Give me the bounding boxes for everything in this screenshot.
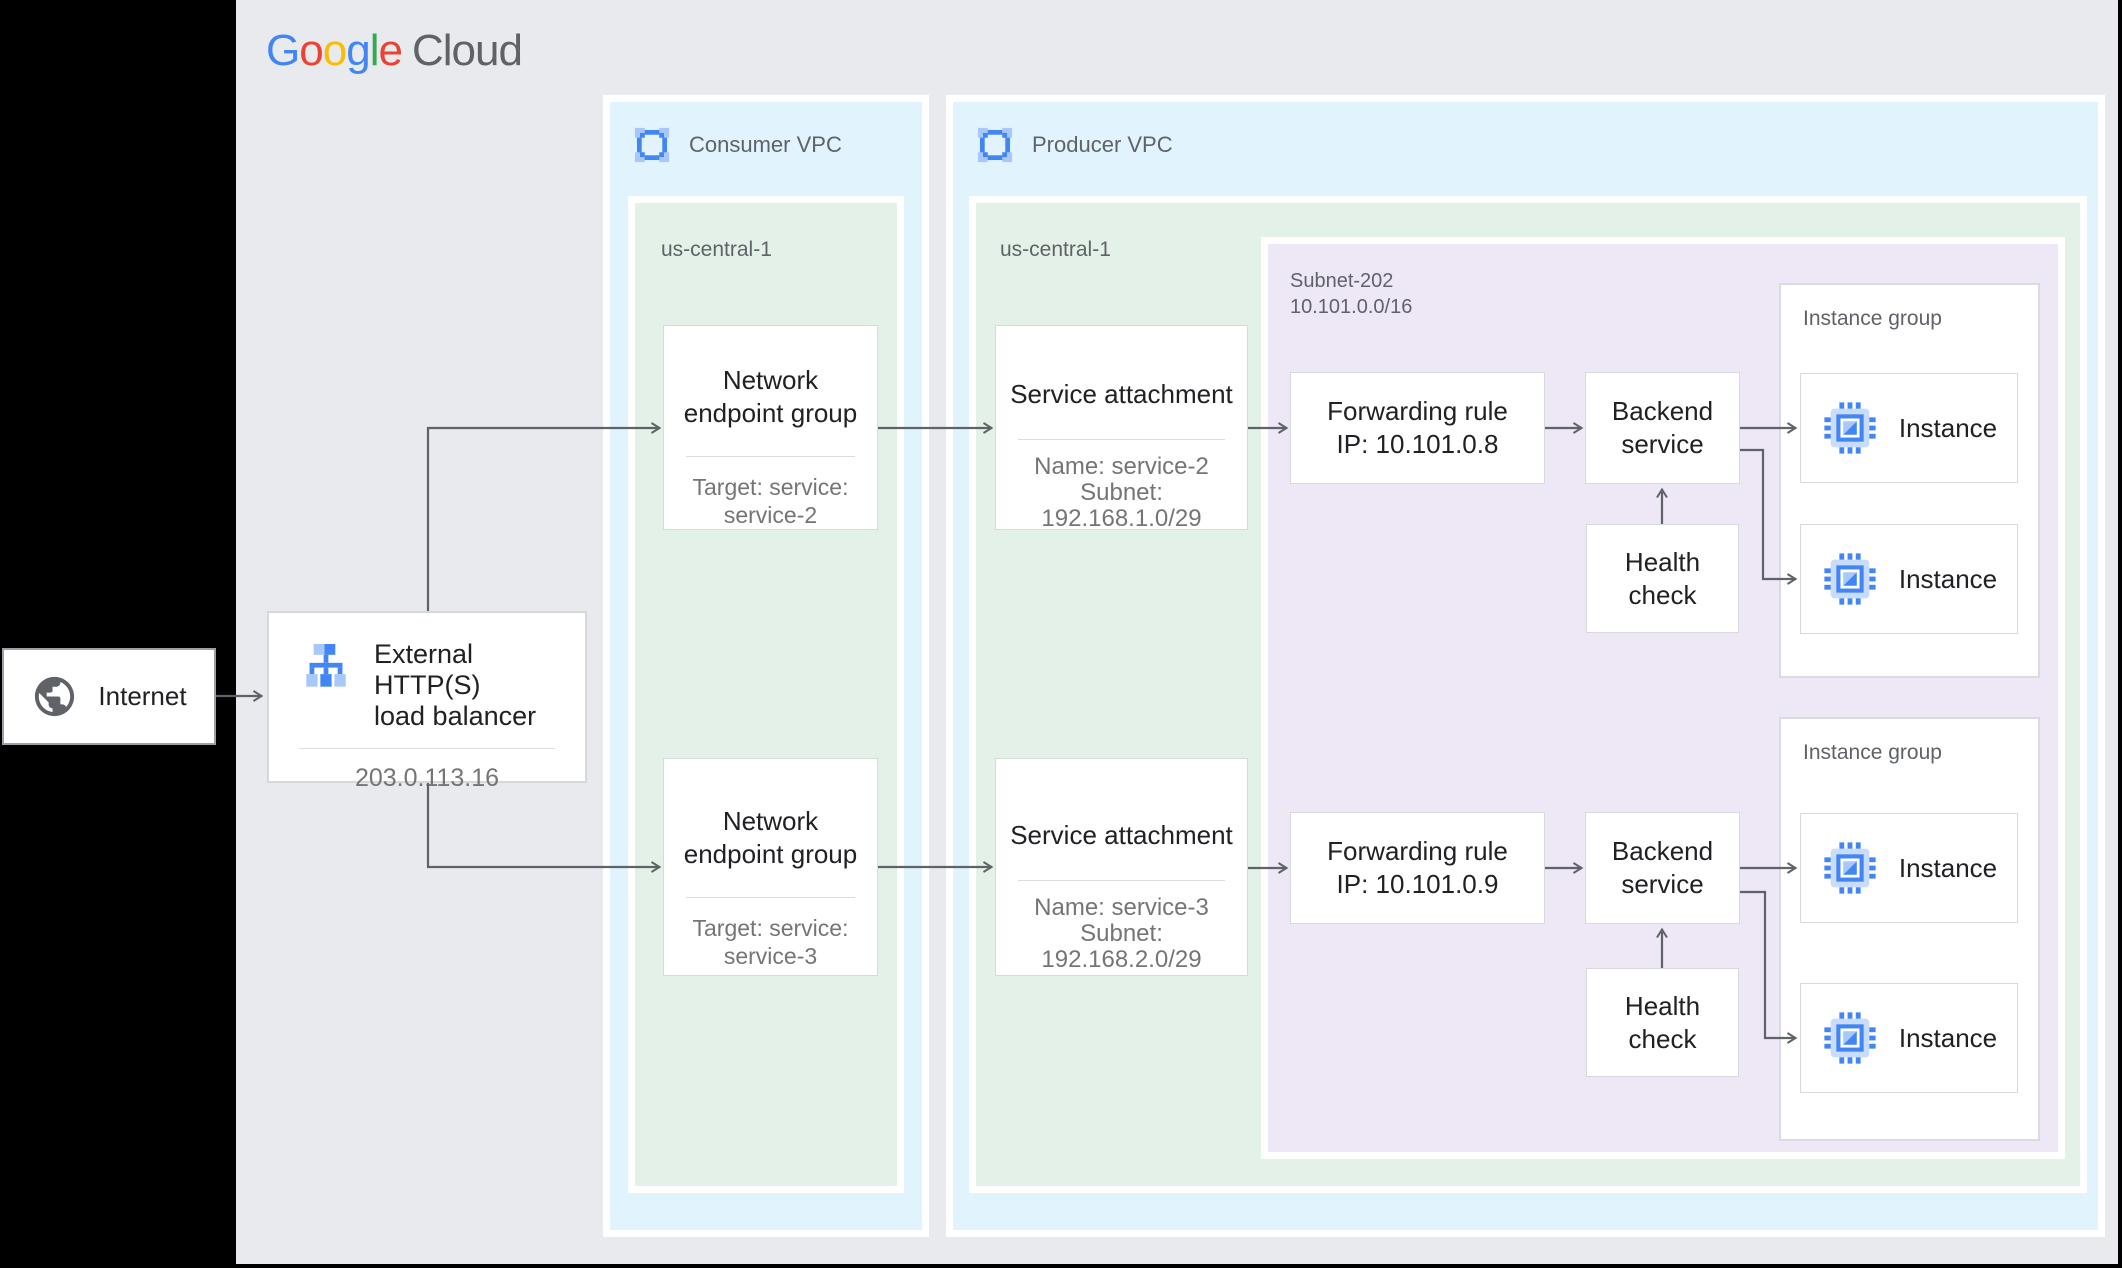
forwarding-rule-1: Forwarding rule IP: 10.101.0.8 <box>1290 372 1545 484</box>
producer-vpc-header: Producer VPC <box>976 126 1173 164</box>
logo-letter: G <box>266 26 300 75</box>
sa1-name: Name: service-2 <box>1034 453 1209 480</box>
consumer-vpc-label: Consumer VPC <box>689 132 842 157</box>
fr2-line1: Forwarding rule <box>1327 836 1508 866</box>
load-balancer-title-line2: load balancer <box>374 701 537 731</box>
neg2-title-line1: Network <box>722 806 819 836</box>
load-balancer-node: External HTTP(S) load balancer 203.0.113… <box>267 611 587 792</box>
neg1-target-line2: service-2 <box>723 502 818 528</box>
instance-2a-label: Instance <box>1898 852 1998 883</box>
logo-letter: o <box>299 26 324 75</box>
consumer-region-label: us-central-1 <box>661 238 772 261</box>
neg2-target-line1: Target: service: <box>692 915 849 941</box>
forwarding-rule-2: Forwarding rule IP: 10.101.0.9 <box>1290 812 1545 924</box>
neg2-target-line2: service-3 <box>723 943 818 969</box>
load-balancer-icon <box>300 639 352 691</box>
logo-letter: o <box>322 26 348 75</box>
instance-group-1-label: Instance group <box>1803 307 1942 330</box>
instance-1b-label: Instance <box>1898 563 1998 594</box>
logo-letter: e <box>378 26 403 75</box>
backend-service-1: Backend service <box>1585 372 1740 484</box>
logo-cloud-text: Cloud <box>411 26 523 75</box>
subnet-name: Subnet-202 <box>1290 270 1394 292</box>
fr1-ip: IP: 10.101.0.8 <box>1336 429 1499 459</box>
bs1-line1: Backend <box>1611 396 1714 426</box>
logo-letter: g <box>346 26 371 75</box>
bs2-line2: service <box>1621 869 1704 899</box>
compute-instance-icon <box>1821 1009 1879 1067</box>
fr1-line1: Forwarding rule <box>1327 396 1508 426</box>
producer-region-label: us-central-1 <box>1000 238 1111 261</box>
instance-2b: Instance <box>1800 983 2018 1093</box>
subnet-cidr: 10.101.0.0/16 <box>1290 296 1413 318</box>
load-balancer-ip: 203.0.113.16 <box>354 764 500 792</box>
instance-2b-label: Instance <box>1898 1022 1998 1053</box>
consumer-vpc-header: Consumer VPC <box>633 126 842 164</box>
hc2-line1: Health <box>1624 990 1701 1021</box>
sa1-subnet-label: Subnet: <box>1080 479 1163 506</box>
instance-1a-label: Instance <box>1898 412 1998 443</box>
health-check-1: Health check <box>1586 524 1739 633</box>
internet-label: Internet <box>98 681 187 711</box>
sa2-title: Service attachment <box>1010 820 1233 850</box>
load-balancer-title-line1: External HTTP(S) <box>374 639 481 700</box>
bs1-line2: service <box>1621 429 1704 459</box>
instance-1a: Instance <box>1800 373 2018 483</box>
neg2-title-line2: endpoint group <box>683 839 858 869</box>
logo-letter: l <box>369 26 380 75</box>
sa2-subnet-cidr: 192.168.2.0/29 <box>1041 946 1202 973</box>
service-attachment-2: Service attachment Name: service-3 Subne… <box>995 758 1248 976</box>
compute-instance-icon <box>1821 550 1879 608</box>
sa1-subnet-cidr: 192.168.1.0/29 <box>1041 505 1202 532</box>
network-endpoint-group-2: Network endpoint group Target: service: … <box>663 758 878 976</box>
neg1-title-line2: endpoint group <box>683 398 858 428</box>
divider <box>299 748 555 749</box>
neg1-target-line1: Target: service: <box>692 474 849 500</box>
instance-1b: Instance <box>1800 524 2018 634</box>
sa2-name: Name: service-3 <box>1034 894 1209 921</box>
divider <box>1018 439 1225 440</box>
instance-2a: Instance <box>1800 813 2018 923</box>
vpc-icon <box>976 126 1014 164</box>
sa2-subnet-label: Subnet: <box>1080 920 1163 947</box>
producer-vpc-label: Producer VPC <box>1032 132 1173 157</box>
bs2-line1: Backend <box>1611 836 1714 866</box>
globe-icon <box>31 673 78 720</box>
divider <box>686 456 855 457</box>
internet-node: Internet <box>2 648 216 745</box>
health-check-2: Health check <box>1586 968 1739 1077</box>
fr2-ip: IP: 10.101.0.9 <box>1336 869 1499 899</box>
hc1-line2: check <box>1628 579 1697 610</box>
hc1-line1: Health <box>1624 546 1701 577</box>
service-attachment-1: Service attachment Name: service-2 Subne… <box>995 325 1248 532</box>
compute-instance-icon <box>1821 399 1879 457</box>
instance-group-2-label: Instance group <box>1803 741 1942 764</box>
vpc-icon <box>633 126 671 164</box>
subnet-label: Subnet-202 10.101.0.0/16 <box>1290 268 1412 320</box>
network-endpoint-group-1: Network endpoint group Target: service: … <box>663 325 878 530</box>
backend-service-2: Backend service <box>1585 812 1740 924</box>
hc2-line2: check <box>1628 1023 1697 1054</box>
divider <box>686 897 855 898</box>
sa1-title: Service attachment <box>1010 379 1233 409</box>
compute-instance-icon <box>1821 839 1879 897</box>
divider <box>1018 880 1225 881</box>
neg1-title-line1: Network <box>722 365 819 395</box>
